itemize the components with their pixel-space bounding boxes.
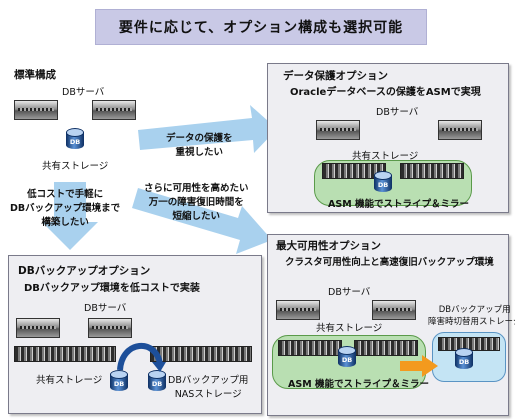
dp-server-1: [316, 120, 360, 140]
ma-db-server-label: DBサーバ: [328, 287, 371, 298]
dp-storage-2: [400, 163, 464, 179]
ma-server-1: [276, 300, 320, 320]
standard-db-server-label: DBサーバ: [62, 87, 105, 98]
dp-db-server-label: DBサーバ: [376, 107, 419, 118]
dp-db-icon: DB: [374, 171, 392, 195]
arrow-to-max-availability: [132, 188, 272, 254]
bk-shared-storage: [14, 346, 116, 362]
ma-storage-label: 共有ストレージ: [316, 323, 383, 334]
page-title-banner: 要件に応じて、オプション構成も選択可能: [95, 9, 427, 45]
arrow-to-backup: [42, 182, 98, 250]
ma-backup-label: DBバックアップ用障害時切替用ストレージ: [428, 305, 515, 327]
bk-nas-storage: [150, 346, 252, 362]
standard-server-1: [14, 100, 58, 120]
dp-storage-label: 共有ストレージ: [352, 151, 419, 162]
ma-backup-db-icon: DB: [455, 348, 473, 372]
max-availability-heading: 最大可用性オプション: [276, 240, 381, 252]
backup-heading: DBバックアップオプション: [18, 265, 151, 277]
bk-db-icon: DB: [110, 370, 128, 394]
standard-server-2: [92, 100, 136, 120]
standard-storage-label: 共有ストレージ: [42, 161, 109, 172]
ma-db-icon: DB: [338, 346, 356, 370]
bk-storage-label: 共有ストレージ: [36, 375, 103, 386]
dp-server-2: [438, 120, 482, 140]
ma-orange-arrow: [400, 355, 438, 377]
standard-heading: 標準構成: [14, 69, 56, 81]
data-protection-heading: データ保護オプション: [283, 70, 388, 82]
bk-db-server-label: DBサーバ: [84, 303, 127, 314]
ma-server-2: [372, 300, 416, 320]
ma-asm-label: ASM 機能でストライプ＆ミラー: [288, 379, 429, 390]
ma-storage-1: [278, 340, 342, 356]
note-protect: データの保護を重視したい: [166, 133, 233, 158]
standard-db-icon: DB: [66, 128, 84, 152]
bk-nas-db-icon: DB: [148, 370, 166, 394]
bk-backup-curve-arrow: [117, 343, 166, 372]
bk-server-2: [88, 318, 132, 338]
backup-subheading: DBバックアップ環境を低コストで実装: [24, 283, 200, 294]
arrow-to-data-protection: [138, 105, 277, 153]
max-availability-subheading: クラスタ可用性向上と高速復旧バックアップ環境: [285, 257, 494, 268]
bk-server-1: [16, 318, 60, 338]
dp-asm-label: ASM 機能でストライプ＆ミラー: [328, 199, 469, 210]
data-protection-subheading: Oracleデータベースの保護をASMで実現: [290, 87, 481, 98]
note-availability: さらに可用性を高めたい万一の障害復旧時間を短縮したい: [144, 183, 249, 222]
page-title: 要件に応じて、オプション構成も選択可能: [118, 20, 404, 36]
